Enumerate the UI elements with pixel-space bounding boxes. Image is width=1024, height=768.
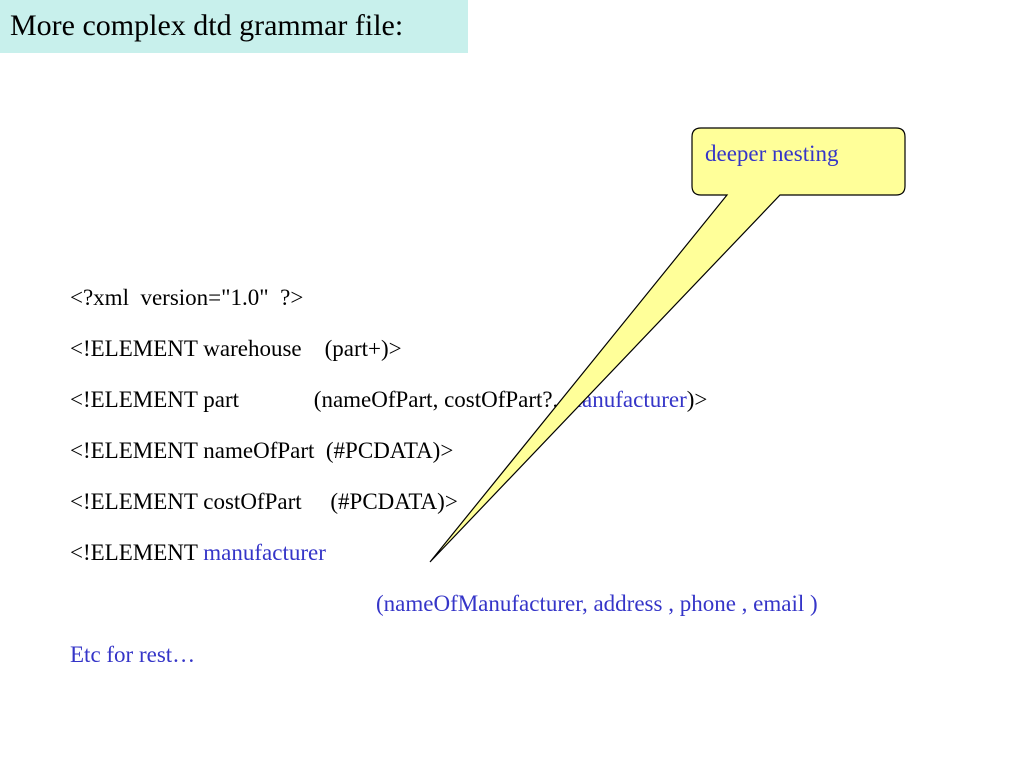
code-line-manufacturer-prefix: <!ELEMENT xyxy=(70,540,204,565)
code-line-part-manufacturer: manufacturer xyxy=(564,387,687,412)
callout-bubble xyxy=(429,127,906,563)
callout-text: deeper nesting xyxy=(705,141,839,166)
code-line-manufacturer-name: manufacturer xyxy=(203,540,326,565)
code-line-costofpart: <!ELEMENT costOfPart (#PCDATA)> xyxy=(70,489,458,514)
code-line-etc: Etc for rest… xyxy=(70,642,196,667)
code-line-part-text: <!ELEMENT part (nameOfPart, costOfPart?, xyxy=(70,387,565,412)
slide-title-box: More complex dtd grammar file: xyxy=(0,0,468,53)
code-line-manufacturer: <!ELEMENT manufacturer xyxy=(70,540,326,566)
code-line-manufacturer-content: (nameOfManufacturer, address , phone , e… xyxy=(376,591,818,616)
code-line-part: <!ELEMENT part (nameOfPart, costOfPart?,… xyxy=(70,387,707,413)
slide-title: More complex dtd grammar file: xyxy=(10,9,404,42)
code-line-nameofpart: <!ELEMENT nameOfPart (#PCDATA)> xyxy=(70,438,454,463)
code-line-warehouse: <!ELEMENT warehouse (part+)> xyxy=(70,336,402,361)
code-line-xml-decl: <?xml version="1.0" ?> xyxy=(70,285,304,310)
code-line-part-close: )> xyxy=(686,387,708,412)
